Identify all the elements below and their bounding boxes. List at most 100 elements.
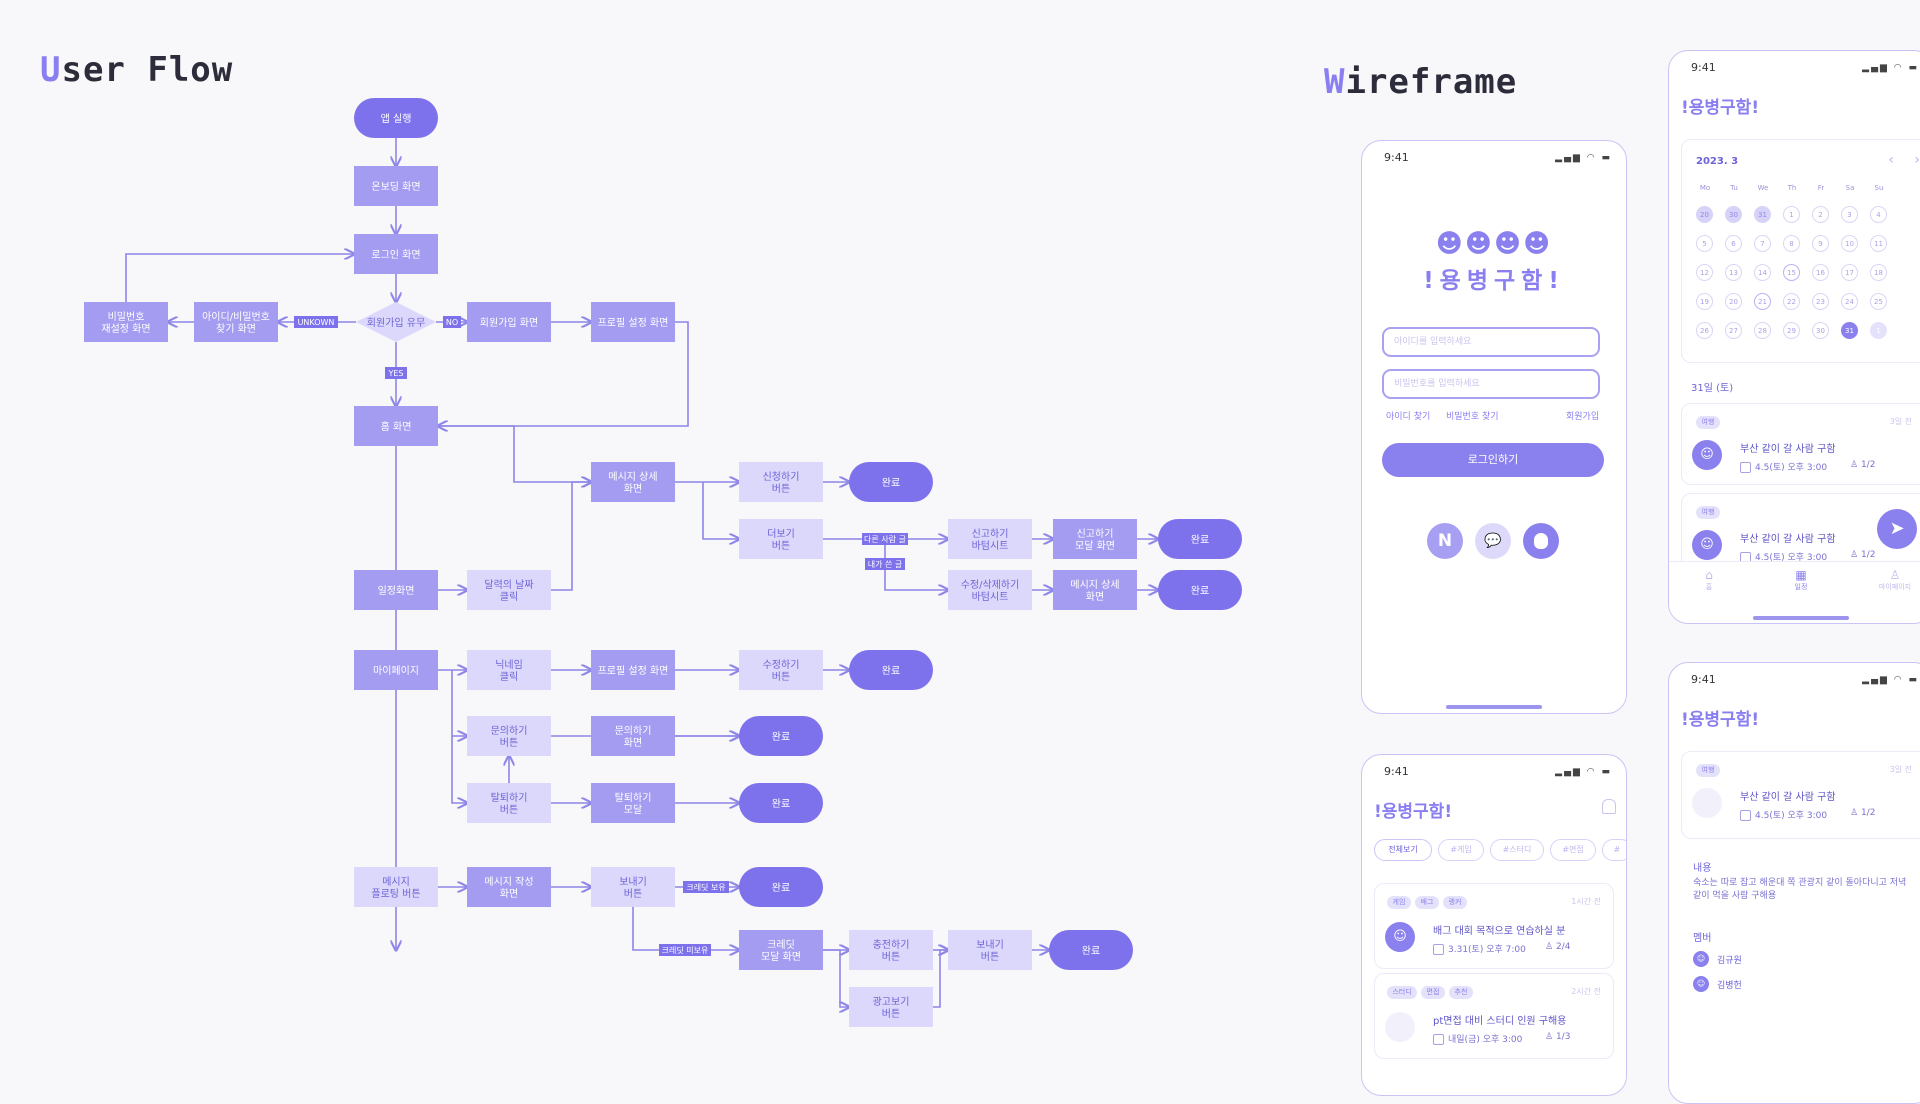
flow-node-label: 메시지 — [382, 876, 410, 888]
flow-edge — [632, 907, 739, 950]
calendar-day[interactable]: 30 — [1725, 206, 1742, 223]
flow-node-label: 바텀시트 — [972, 540, 1009, 552]
next-month-icon[interactable]: › — [1914, 152, 1920, 168]
flow-node-done5: 완료 — [739, 716, 823, 756]
chip-study[interactable]: #스터디 — [1490, 839, 1544, 861]
post-tag: 여행 — [1696, 764, 1720, 777]
flow-edge-label-text: 다른 사람 글 — [864, 535, 906, 544]
detail-card: 여행 3일 전 부산 같이 갈 사람 구함 4.5(토) 오후 3:00 ♙ 1… — [1681, 751, 1920, 839]
calendar-day[interactable]: 23 — [1812, 293, 1829, 310]
chip-interview[interactable]: #면접 — [1550, 839, 1596, 861]
calendar-day[interactable]: 31 — [1841, 322, 1858, 339]
prev-month-icon[interactable]: ‹ — [1888, 152, 1894, 168]
calendar-day[interactable]: 17 — [1841, 264, 1858, 281]
login-button[interactable]: 로그인하기 — [1382, 443, 1604, 477]
flow-edge — [702, 482, 739, 539]
nav-home[interactable]: ⌂홈 — [1689, 568, 1729, 592]
status-icons: ▂▄▆ ◠ ▬ — [1555, 767, 1612, 777]
calendar-day[interactable]: 21 — [1754, 293, 1771, 310]
flow-edge — [933, 950, 948, 1008]
home-indicator — [1446, 705, 1542, 709]
post-card[interactable]: 게임 배그 랭커 1시간 전 ☺ 배그 대회 목적으로 연습하실 분 3.31(… — [1374, 883, 1614, 969]
id-input[interactable]: 아이디를 입력하세요 — [1382, 327, 1600, 357]
flow-edge-label-text: UNKOWN — [298, 318, 335, 327]
calendar-icon — [1433, 1034, 1444, 1045]
calendar-day[interactable]: 16 — [1812, 264, 1829, 281]
flow-edge-label-text: 크레딧 보유 — [686, 882, 725, 892]
calendar-day[interactable]: 31 — [1754, 206, 1771, 223]
flow-node-profile-setup2: 프로필 설정 화면 — [591, 650, 675, 690]
naver-login-button[interactable]: N — [1427, 523, 1463, 559]
flow-edge — [438, 321, 689, 426]
member-name: 김규원 — [1717, 956, 1742, 966]
flow-node-signup-check: 회원가입 유무 — [356, 302, 436, 342]
calendar-day[interactable]: 25 — [1870, 293, 1887, 310]
calendar-day[interactable]: 12 — [1696, 264, 1713, 281]
flow-node-label: 클릭 — [500, 671, 518, 683]
calendar-day[interactable]: 8 — [1783, 235, 1800, 252]
calendar-day[interactable]: 20 — [1696, 206, 1713, 223]
flow-node-label: 버튼 — [882, 951, 900, 963]
find-pw-link[interactable]: 비밀번호 찾기 — [1446, 412, 1499, 422]
calendar-day[interactable]: 10 — [1841, 235, 1858, 252]
calendar-day[interactable]: 27 — [1725, 322, 1742, 339]
kakao-login-button[interactable]: 💬 — [1475, 523, 1511, 559]
calendar-day[interactable]: 30 — [1812, 322, 1829, 339]
calendar-day[interactable]: 20 — [1725, 293, 1742, 310]
calendar-day[interactable]: 11 — [1870, 235, 1887, 252]
calendar-icon: ▦ — [1795, 568, 1807, 582]
flow-node-login: 로그인 화면 — [354, 234, 438, 274]
signup-link[interactable]: 회원가입 — [1566, 412, 1600, 422]
weekday-label: Sa — [1845, 184, 1855, 192]
calendar-day[interactable]: 6 — [1725, 235, 1742, 252]
calendar-day[interactable]: 7 — [1754, 235, 1771, 252]
calendar-day[interactable]: 9 — [1812, 235, 1829, 252]
calendar-day[interactable]: 15 — [1783, 264, 1800, 281]
find-id-link[interactable]: 아이디 찾기 — [1386, 412, 1431, 422]
calendar-day[interactable]: 26 — [1696, 322, 1713, 339]
chip-game[interactable]: #게임 — [1438, 839, 1484, 861]
nav-mypage[interactable]: ♙마이페이지 — [1865, 568, 1920, 592]
flow-node-onboarding: 온보딩 화면 — [354, 166, 438, 206]
person-icon: ♙ — [1850, 550, 1861, 560]
calendar-day[interactable]: 22 — [1783, 293, 1800, 310]
flow-node-label: 버튼 — [500, 804, 518, 816]
calendar-day[interactable]: 3 — [1841, 206, 1858, 223]
calendar-day[interactable]: 29 — [1783, 322, 1800, 339]
flow-edge-label-text: 내가 쓴 글 — [868, 560, 903, 569]
calendar-day[interactable]: 4 — [1870, 206, 1887, 223]
chip-more[interactable]: # — [1602, 839, 1626, 861]
calendar-day[interactable]: 28 — [1754, 322, 1771, 339]
status-time: 9:41 — [1691, 673, 1716, 686]
apple-login-button[interactable] — [1523, 523, 1559, 559]
calendar-day[interactable]: 1 — [1870, 322, 1887, 339]
bell-icon[interactable] — [1602, 799, 1616, 814]
schedule-card[interactable]: 여행 3일 전 ☺ 부산 같이 갈 사람 구함 4.5(토) 오후 3:00 ♙… — [1681, 403, 1920, 485]
flow-node-label: 완료 — [882, 477, 900, 489]
flow-node-label: 탈퇴하기 — [615, 791, 652, 804]
calendar-day[interactable]: 13 — [1725, 264, 1742, 281]
calendar-day[interactable]: 5 — [1696, 235, 1713, 252]
flow-node-label: 화면 — [624, 737, 642, 749]
calendar-day[interactable]: 18 — [1870, 264, 1887, 281]
flow-edge — [125, 254, 354, 302]
avatar — [1385, 1012, 1415, 1042]
nav-schedule[interactable]: ▦일정 — [1781, 568, 1821, 592]
weekday-label: Su — [1874, 184, 1884, 192]
chip-all[interactable]: 전체보기 — [1374, 839, 1432, 861]
flow-node-label: 메시지 작성 — [484, 876, 533, 888]
calendar-day[interactable]: 1 — [1783, 206, 1800, 223]
calendar-day[interactable]: 19 — [1696, 293, 1713, 310]
send-fab-button[interactable]: ➤ — [1877, 509, 1917, 549]
calendar-day[interactable]: 2 — [1812, 206, 1829, 223]
password-input[interactable]: 비밀번호를 입력하세요 — [1382, 369, 1600, 399]
post-card[interactable]: 스터디 면접 추천 2시간 전 pt면접 대비 스터디 인원 구해용 내일(금)… — [1374, 973, 1614, 1059]
calendar-day[interactable]: 14 — [1754, 264, 1771, 281]
calendar-day[interactable]: 24 — [1841, 293, 1858, 310]
